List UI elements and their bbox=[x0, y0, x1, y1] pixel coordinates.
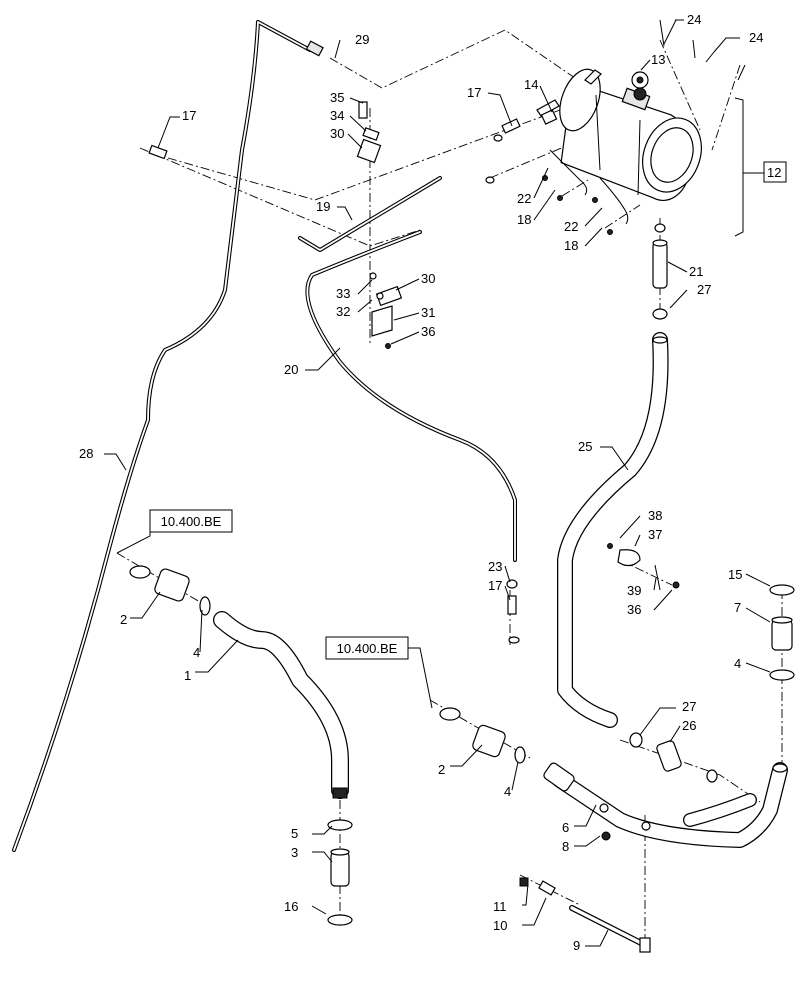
callout-34: 34 bbox=[330, 108, 344, 123]
callout-2: 2 bbox=[438, 762, 445, 777]
tube-1 bbox=[213, 611, 349, 799]
callout-30: 30 bbox=[330, 126, 344, 141]
callout-13: 13 bbox=[651, 52, 665, 67]
tube-9 bbox=[519, 877, 651, 953]
callout-5: 5 bbox=[291, 826, 298, 841]
hose-2-lower bbox=[439, 707, 526, 764]
callout-22: 22 bbox=[517, 191, 531, 206]
callout-37: 37 bbox=[648, 527, 662, 542]
callout-25: 25 bbox=[578, 439, 592, 454]
callout-7: 7 bbox=[734, 600, 741, 615]
tube-6 bbox=[543, 762, 788, 848]
callout-6: 6 bbox=[562, 820, 569, 835]
callout-35: 35 bbox=[330, 90, 344, 105]
callout-26: 26 bbox=[682, 718, 696, 733]
leader-lines bbox=[104, 19, 771, 947]
ref-label: 10.400.BE bbox=[161, 514, 222, 529]
ref-box-10-400-be-lower: 10.400.BE bbox=[325, 636, 409, 660]
ref-label: 10.400.BE bbox=[337, 641, 398, 656]
callout-30: 30 bbox=[421, 271, 435, 286]
callout-8: 8 bbox=[562, 839, 569, 854]
callout-28: 28 bbox=[79, 446, 93, 461]
callout-38: 38 bbox=[648, 508, 662, 523]
ref-box-10-400-be-upper: 10.400.BE bbox=[149, 509, 233, 533]
clamp-37 bbox=[607, 543, 680, 591]
callout-16: 16 bbox=[284, 899, 298, 914]
callout-3: 3 bbox=[291, 845, 298, 860]
callout-11: 11 bbox=[493, 899, 507, 914]
callout-23: 23 bbox=[488, 559, 502, 574]
callout-21: 21 bbox=[689, 264, 703, 279]
callout-17: 17 bbox=[467, 85, 481, 100]
callout-18: 18 bbox=[564, 238, 578, 253]
callout-36: 36 bbox=[627, 602, 641, 617]
tube-28 bbox=[12, 20, 324, 852]
callout-17: 17 bbox=[488, 578, 502, 593]
callout-9: 9 bbox=[573, 938, 580, 953]
callout-31: 31 bbox=[421, 305, 435, 320]
callout-18: 18 bbox=[517, 212, 531, 227]
callout-36: 36 bbox=[421, 324, 435, 339]
callout-20: 20 bbox=[284, 362, 298, 377]
callout-17: 17 bbox=[182, 108, 196, 123]
callout-1: 1 bbox=[184, 668, 191, 683]
callout-box-12 bbox=[763, 161, 787, 183]
callout-4: 4 bbox=[193, 645, 200, 660]
callout-15: 15 bbox=[728, 567, 742, 582]
hose-2-left bbox=[129, 565, 211, 616]
tube-19 bbox=[298, 176, 442, 252]
callout-19: 19 bbox=[316, 199, 330, 214]
callout-32: 32 bbox=[336, 304, 350, 319]
callout-22: 22 bbox=[564, 219, 578, 234]
callout-27: 27 bbox=[682, 699, 696, 714]
tube-20 bbox=[305, 230, 517, 562]
hose-26 bbox=[629, 732, 718, 783]
callout-4: 4 bbox=[504, 784, 511, 799]
hose-21 bbox=[652, 223, 668, 320]
callout-24: 24 bbox=[687, 12, 701, 27]
callout-14: 14 bbox=[524, 77, 538, 92]
callout-24: 24 bbox=[749, 30, 763, 45]
callout-10: 10 bbox=[493, 918, 507, 933]
hose-7 bbox=[769, 584, 795, 681]
callout-4: 4 bbox=[734, 656, 741, 671]
callout-39: 39 bbox=[627, 583, 641, 598]
tank-assembly bbox=[536, 68, 702, 202]
callout-labels: 1 2 2 3 4 4 4 5 6 7 8 9 10 11 12 13 14 1… bbox=[79, 12, 781, 953]
hose-3 bbox=[327, 819, 353, 926]
callout-33: 33 bbox=[336, 286, 350, 301]
callout-29: 29 bbox=[355, 32, 369, 47]
straps bbox=[542, 19, 746, 235]
callout-2: 2 bbox=[120, 612, 127, 627]
mount-brackets bbox=[356, 101, 403, 349]
callout-27: 27 bbox=[697, 282, 711, 297]
callout-12: 12 bbox=[767, 165, 781, 180]
small-fittings bbox=[148, 109, 611, 841]
assembly-bracket bbox=[734, 97, 764, 237]
tube-25 bbox=[557, 332, 669, 728]
